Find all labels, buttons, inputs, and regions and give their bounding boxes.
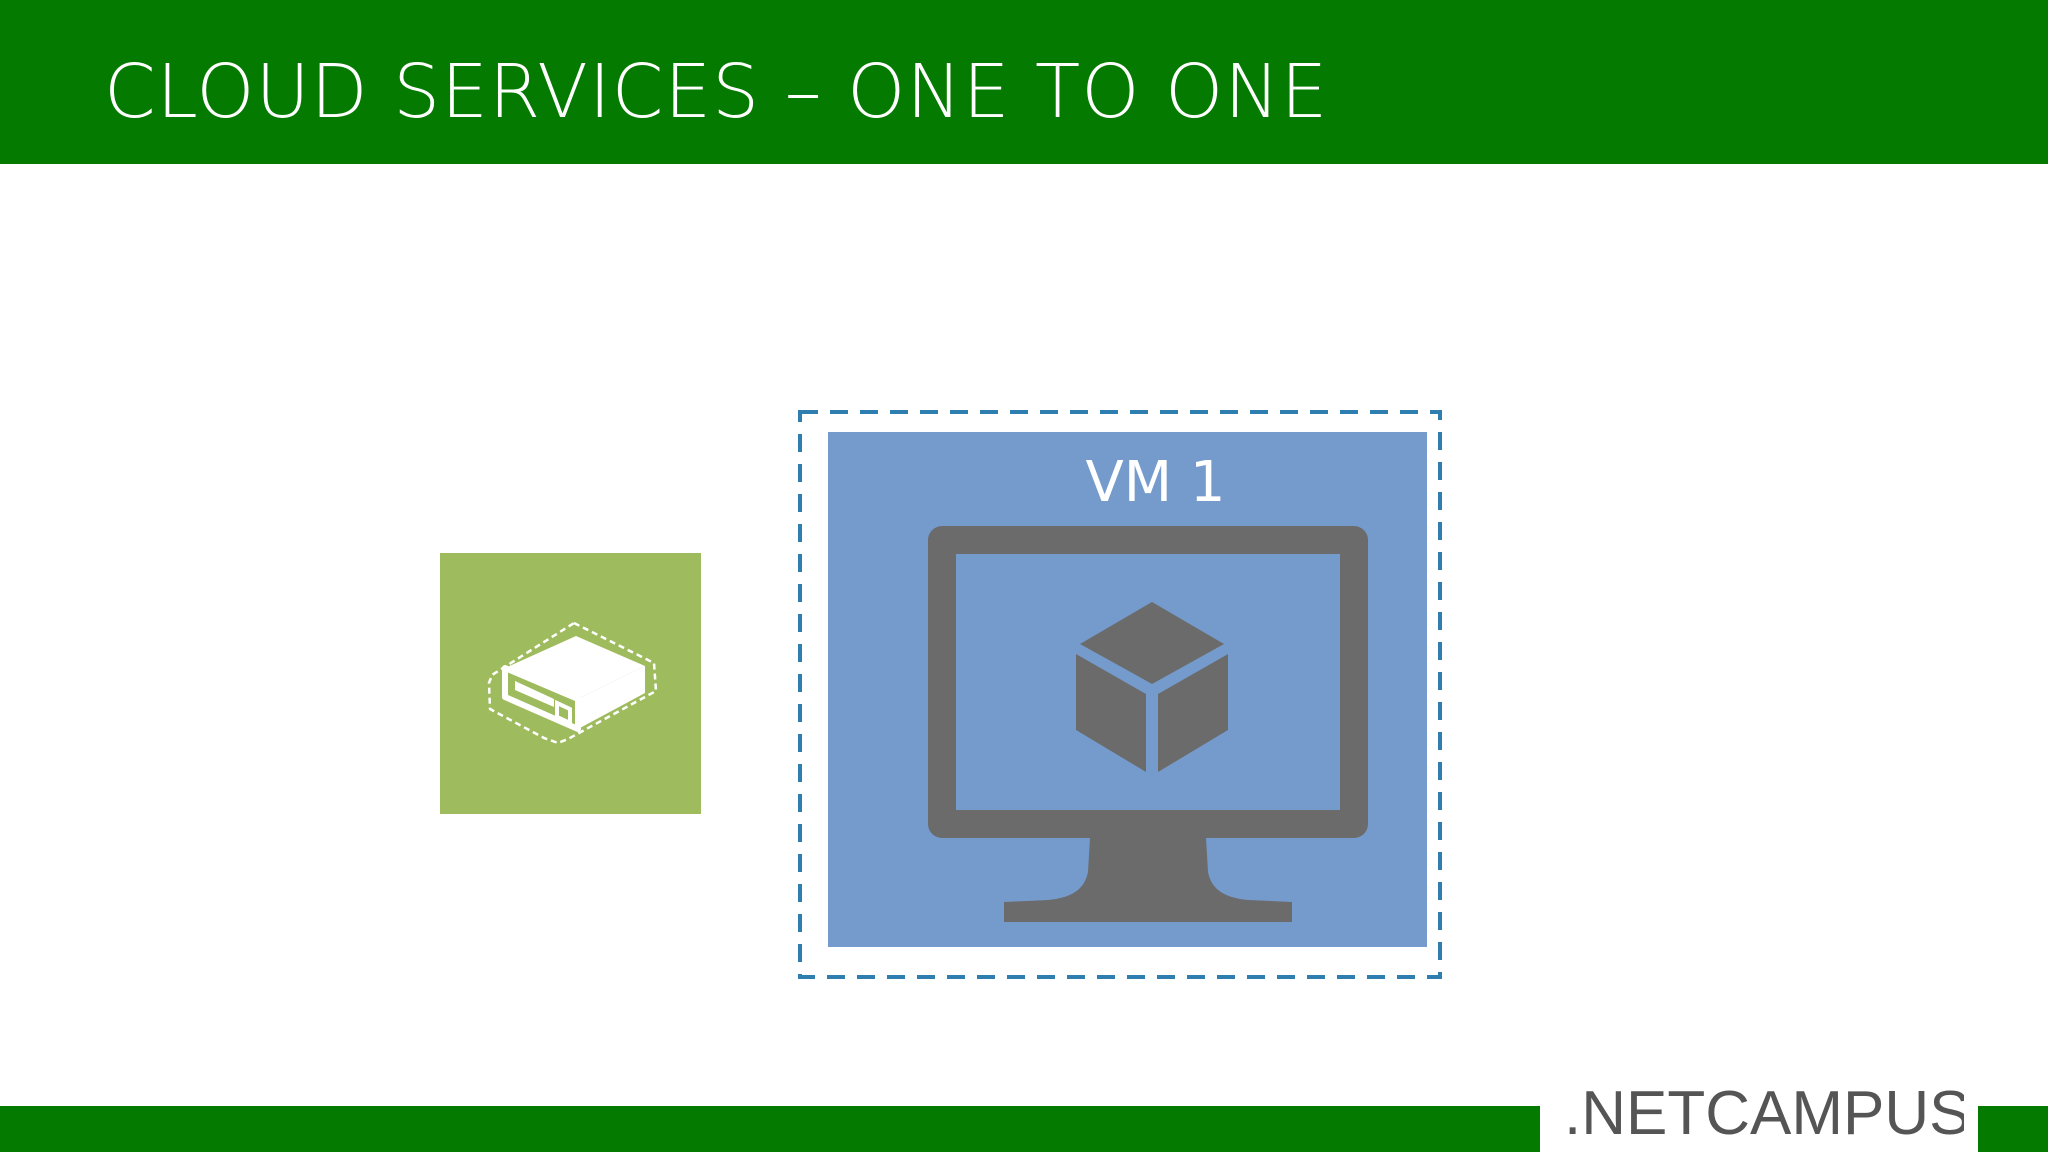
footer-bar-left <box>0 1106 1540 1152</box>
monitor-cube-icon <box>928 526 1368 922</box>
slide-title: CLOUD SERVICES – ONE TO ONE <box>104 49 1329 135</box>
header-bar: CLOUD SERVICES – ONE TO ONE <box>0 0 2048 164</box>
vm-label: VM 1 <box>1085 450 1226 515</box>
footer-bar-right <box>1978 1106 2048 1152</box>
brand-text: .NETCAMPUS <box>1564 1079 1964 1146</box>
vm-box: VM 1 <box>828 432 1427 947</box>
brand-logo: .NETCAMPUS <box>1564 1079 1964 1146</box>
server-icon <box>487 621 658 745</box>
cloud-service-tile <box>440 553 701 814</box>
